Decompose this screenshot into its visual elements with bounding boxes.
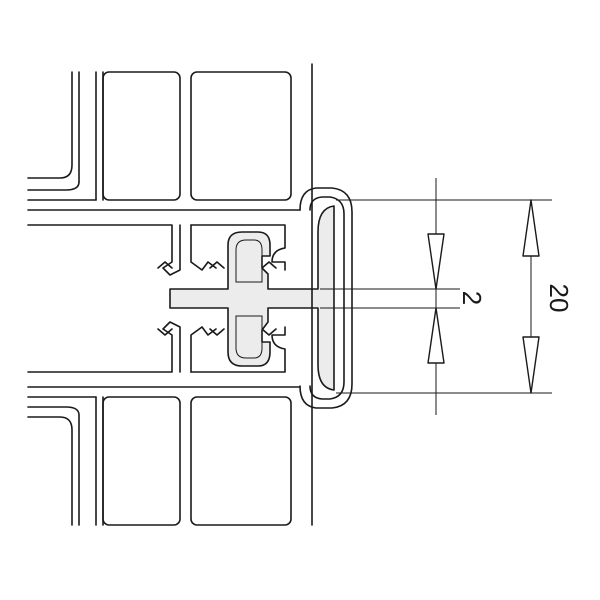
profile-lower-section: [27, 386, 301, 526]
profile-middle-section: [27, 224, 286, 373]
profile-upper-section: [27, 71, 301, 211]
dimension-annotations: 2 20: [320, 178, 574, 415]
dimension-height: 20: [522, 199, 574, 394]
dimension-gap: 2: [427, 178, 487, 415]
dimension-height-label: 20: [544, 284, 574, 313]
gasket-connector: [169, 63, 353, 526]
dimension-gap-label: 2: [457, 291, 487, 305]
